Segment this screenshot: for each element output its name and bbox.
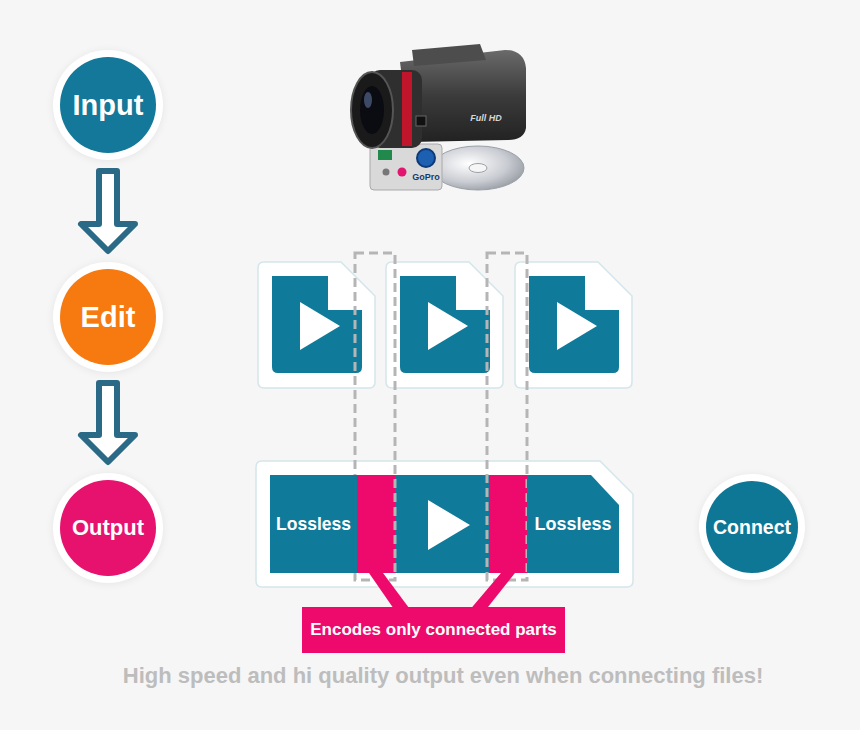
- connect-circle: Connect: [706, 481, 798, 573]
- camera-illustration: [351, 44, 526, 190]
- node-text: Input: [73, 89, 144, 122]
- dashed-guide: [487, 253, 527, 580]
- lens-ring: [402, 72, 412, 146]
- node-text: Encodes only connected parts: [310, 620, 557, 640]
- disc: [432, 146, 524, 190]
- node-text: Lossless: [276, 514, 351, 535]
- node-text: Edit: [81, 301, 136, 334]
- edit-circle: Edit: [60, 269, 156, 365]
- node-text: Output: [72, 515, 144, 541]
- flow-arrow: [81, 383, 135, 462]
- output-file: [256, 461, 633, 587]
- file-icon: [258, 262, 375, 388]
- join-segment: [489, 475, 527, 573]
- lens: [351, 72, 393, 148]
- brand-label: GoPro: [412, 172, 440, 182]
- file-icon: [386, 262, 503, 388]
- lossless-segment: Lossless: [270, 475, 357, 573]
- callout-box: Encodes only connected parts: [302, 607, 565, 653]
- flow-arrow: [81, 171, 135, 251]
- encoded-segment: [395, 475, 489, 573]
- join-segment: [357, 475, 395, 573]
- card-reader: [370, 144, 442, 190]
- node-text: Lossless: [534, 514, 611, 535]
- output-circle: Output: [60, 480, 156, 576]
- camera-label: Full HD: [470, 113, 502, 123]
- play-symbol: [428, 500, 470, 550]
- caption: High speed and hi quality output even wh…: [123, 663, 764, 689]
- node-text: Connect: [713, 516, 791, 539]
- file-icon: [515, 262, 632, 388]
- input-circle: Input: [60, 57, 156, 153]
- dashed-guide: [355, 253, 395, 580]
